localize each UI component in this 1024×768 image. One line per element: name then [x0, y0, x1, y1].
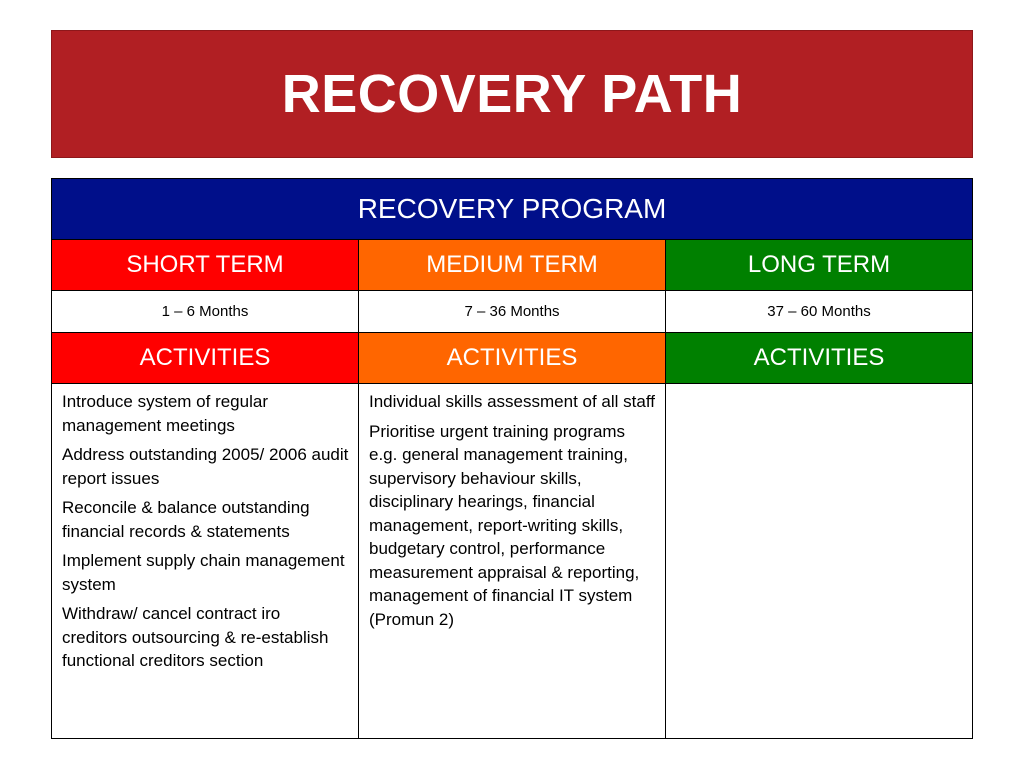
list-item: Reconcile & balance outstanding financia… — [62, 498, 310, 541]
program-header-row: RECOVERY PROGRAM — [51, 178, 973, 240]
short-term-activity-list: Introduce system of regular management m… — [52, 384, 358, 673]
medium-term-duration: 7 – 36 Months — [358, 290, 666, 333]
program-header: RECOVERY PROGRAM — [51, 178, 973, 240]
medium-term-activities: Individual skills assessment of all staf… — [358, 383, 666, 739]
long-term-header: LONG TERM — [665, 239, 973, 291]
term-row: SHORT TERM MEDIUM TERM LONG TERM — [51, 239, 973, 291]
long-term-duration: 37 – 60 Months — [665, 290, 973, 333]
medium-term-activity-list: Individual skills assessment of all staf… — [359, 384, 665, 631]
recovery-program-table: RECOVERY PROGRAM SHORT TERM MEDIUM TERM … — [51, 178, 973, 739]
medium-term-header: MEDIUM TERM — [358, 239, 666, 291]
short-term-activities: Introduce system of regular management m… — [51, 383, 359, 739]
activities-label-row: ACTIVITIES ACTIVITIES ACTIVITIES — [51, 332, 973, 384]
long-term-activities-label: ACTIVITIES — [665, 332, 973, 384]
short-term-duration: 1 – 6 Months — [51, 290, 359, 333]
page-title: RECOVERY PATH — [281, 64, 743, 124]
duration-row: 1 – 6 Months 7 – 36 Months 37 – 60 Month… — [51, 290, 973, 333]
list-item: Implement supply chain management system — [62, 551, 345, 594]
list-item: Address outstanding 2005/ 2006 audit rep… — [62, 445, 349, 488]
list-item: Individual skills assessment of all staf… — [369, 392, 655, 411]
list-item: Withdraw/ cancel contract iro creditors … — [62, 604, 329, 670]
list-item: Introduce system of regular management m… — [62, 392, 268, 435]
title-banner: RECOVERY PATH — [51, 30, 973, 158]
medium-term-activities-label: ACTIVITIES — [358, 332, 666, 384]
long-term-activities — [665, 383, 973, 739]
list-item: Prioritise urgent training programs e.g.… — [369, 421, 640, 629]
short-term-header: SHORT TERM — [51, 239, 359, 291]
activities-details-row: Introduce system of regular management m… — [51, 383, 973, 739]
short-term-activities-label: ACTIVITIES — [51, 332, 359, 384]
